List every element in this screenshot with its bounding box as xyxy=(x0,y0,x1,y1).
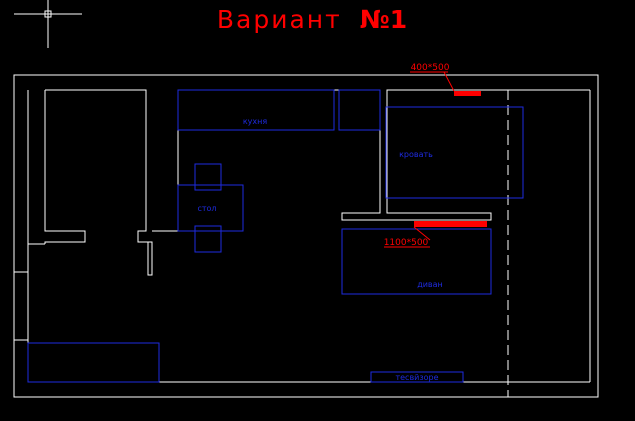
crosshair-icon xyxy=(14,0,82,48)
chair-bottom[interactable] xyxy=(194,225,222,253)
table-label: стол xyxy=(197,204,216,213)
middle-dimension-label: 1100*500 xyxy=(384,238,429,248)
tv-unit-outline[interactable] xyxy=(370,371,464,383)
title-prefix: Вариант xyxy=(217,5,342,34)
bed-label: кровать xyxy=(399,150,433,159)
kitchen-label: кухня xyxy=(243,117,268,126)
sofa-label: диван xyxy=(417,280,443,289)
chair-top[interactable] xyxy=(194,163,222,191)
red-annotations: 400*500 1100*500 xyxy=(384,63,487,248)
middle-dimension-bar[interactable] xyxy=(414,221,487,227)
top-dimension-bar[interactable] xyxy=(454,91,481,96)
kitchen-unit[interactable] xyxy=(177,89,335,131)
table-outline[interactable] xyxy=(177,184,244,232)
top-dimension-label: 400*500 xyxy=(411,63,450,73)
page-title: Вариант №1 xyxy=(217,5,407,34)
kitchen-cabinet[interactable] xyxy=(338,89,381,131)
tv-unit-label: тесвйзоре xyxy=(395,373,438,382)
outer-walls xyxy=(13,74,599,398)
title-number: №1 xyxy=(360,5,407,34)
wardrobe-outline[interactable] xyxy=(27,342,160,383)
bed-outline[interactable] xyxy=(385,106,524,199)
furniture xyxy=(27,89,524,383)
